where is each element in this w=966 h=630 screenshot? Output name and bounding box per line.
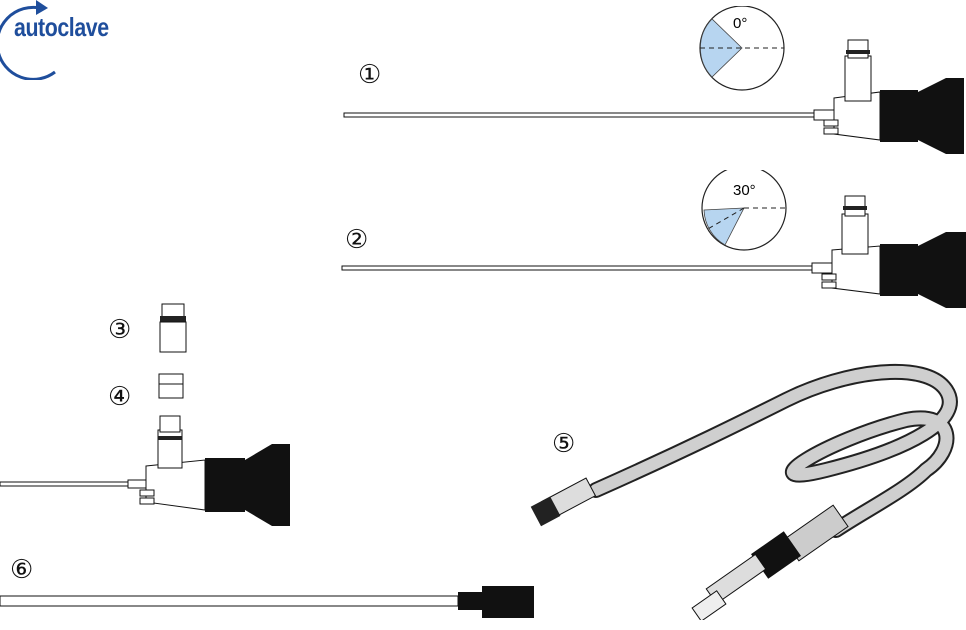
telescope-30-degree: [341, 195, 966, 308]
callout-5: ⑤: [552, 429, 576, 459]
callout-2: ②: [345, 225, 369, 255]
fiber-optic-light-cable: [530, 363, 958, 620]
adapter-cap: [158, 373, 184, 399]
autoclave-cycle-arrow-icon: [0, 0, 56, 80]
sheath-rod: [0, 586, 534, 618]
callout-6: ⑥: [10, 555, 34, 585]
view-angle-0-icon: [699, 6, 785, 91]
view-angle-30-icon: [701, 170, 787, 251]
light-post-adapter: [159, 303, 187, 353]
view-angle-0-label: 0°: [733, 15, 748, 32]
callout-1: ①: [358, 60, 382, 90]
callout-4: ④: [108, 382, 132, 412]
autoclave-logo-text: autoclave: [14, 12, 109, 42]
telescope-0-degree: [343, 39, 964, 154]
view-angle-30-label: 30°: [733, 182, 756, 199]
callout-3: ③: [108, 315, 132, 345]
telescope-assembled: [0, 415, 290, 526]
